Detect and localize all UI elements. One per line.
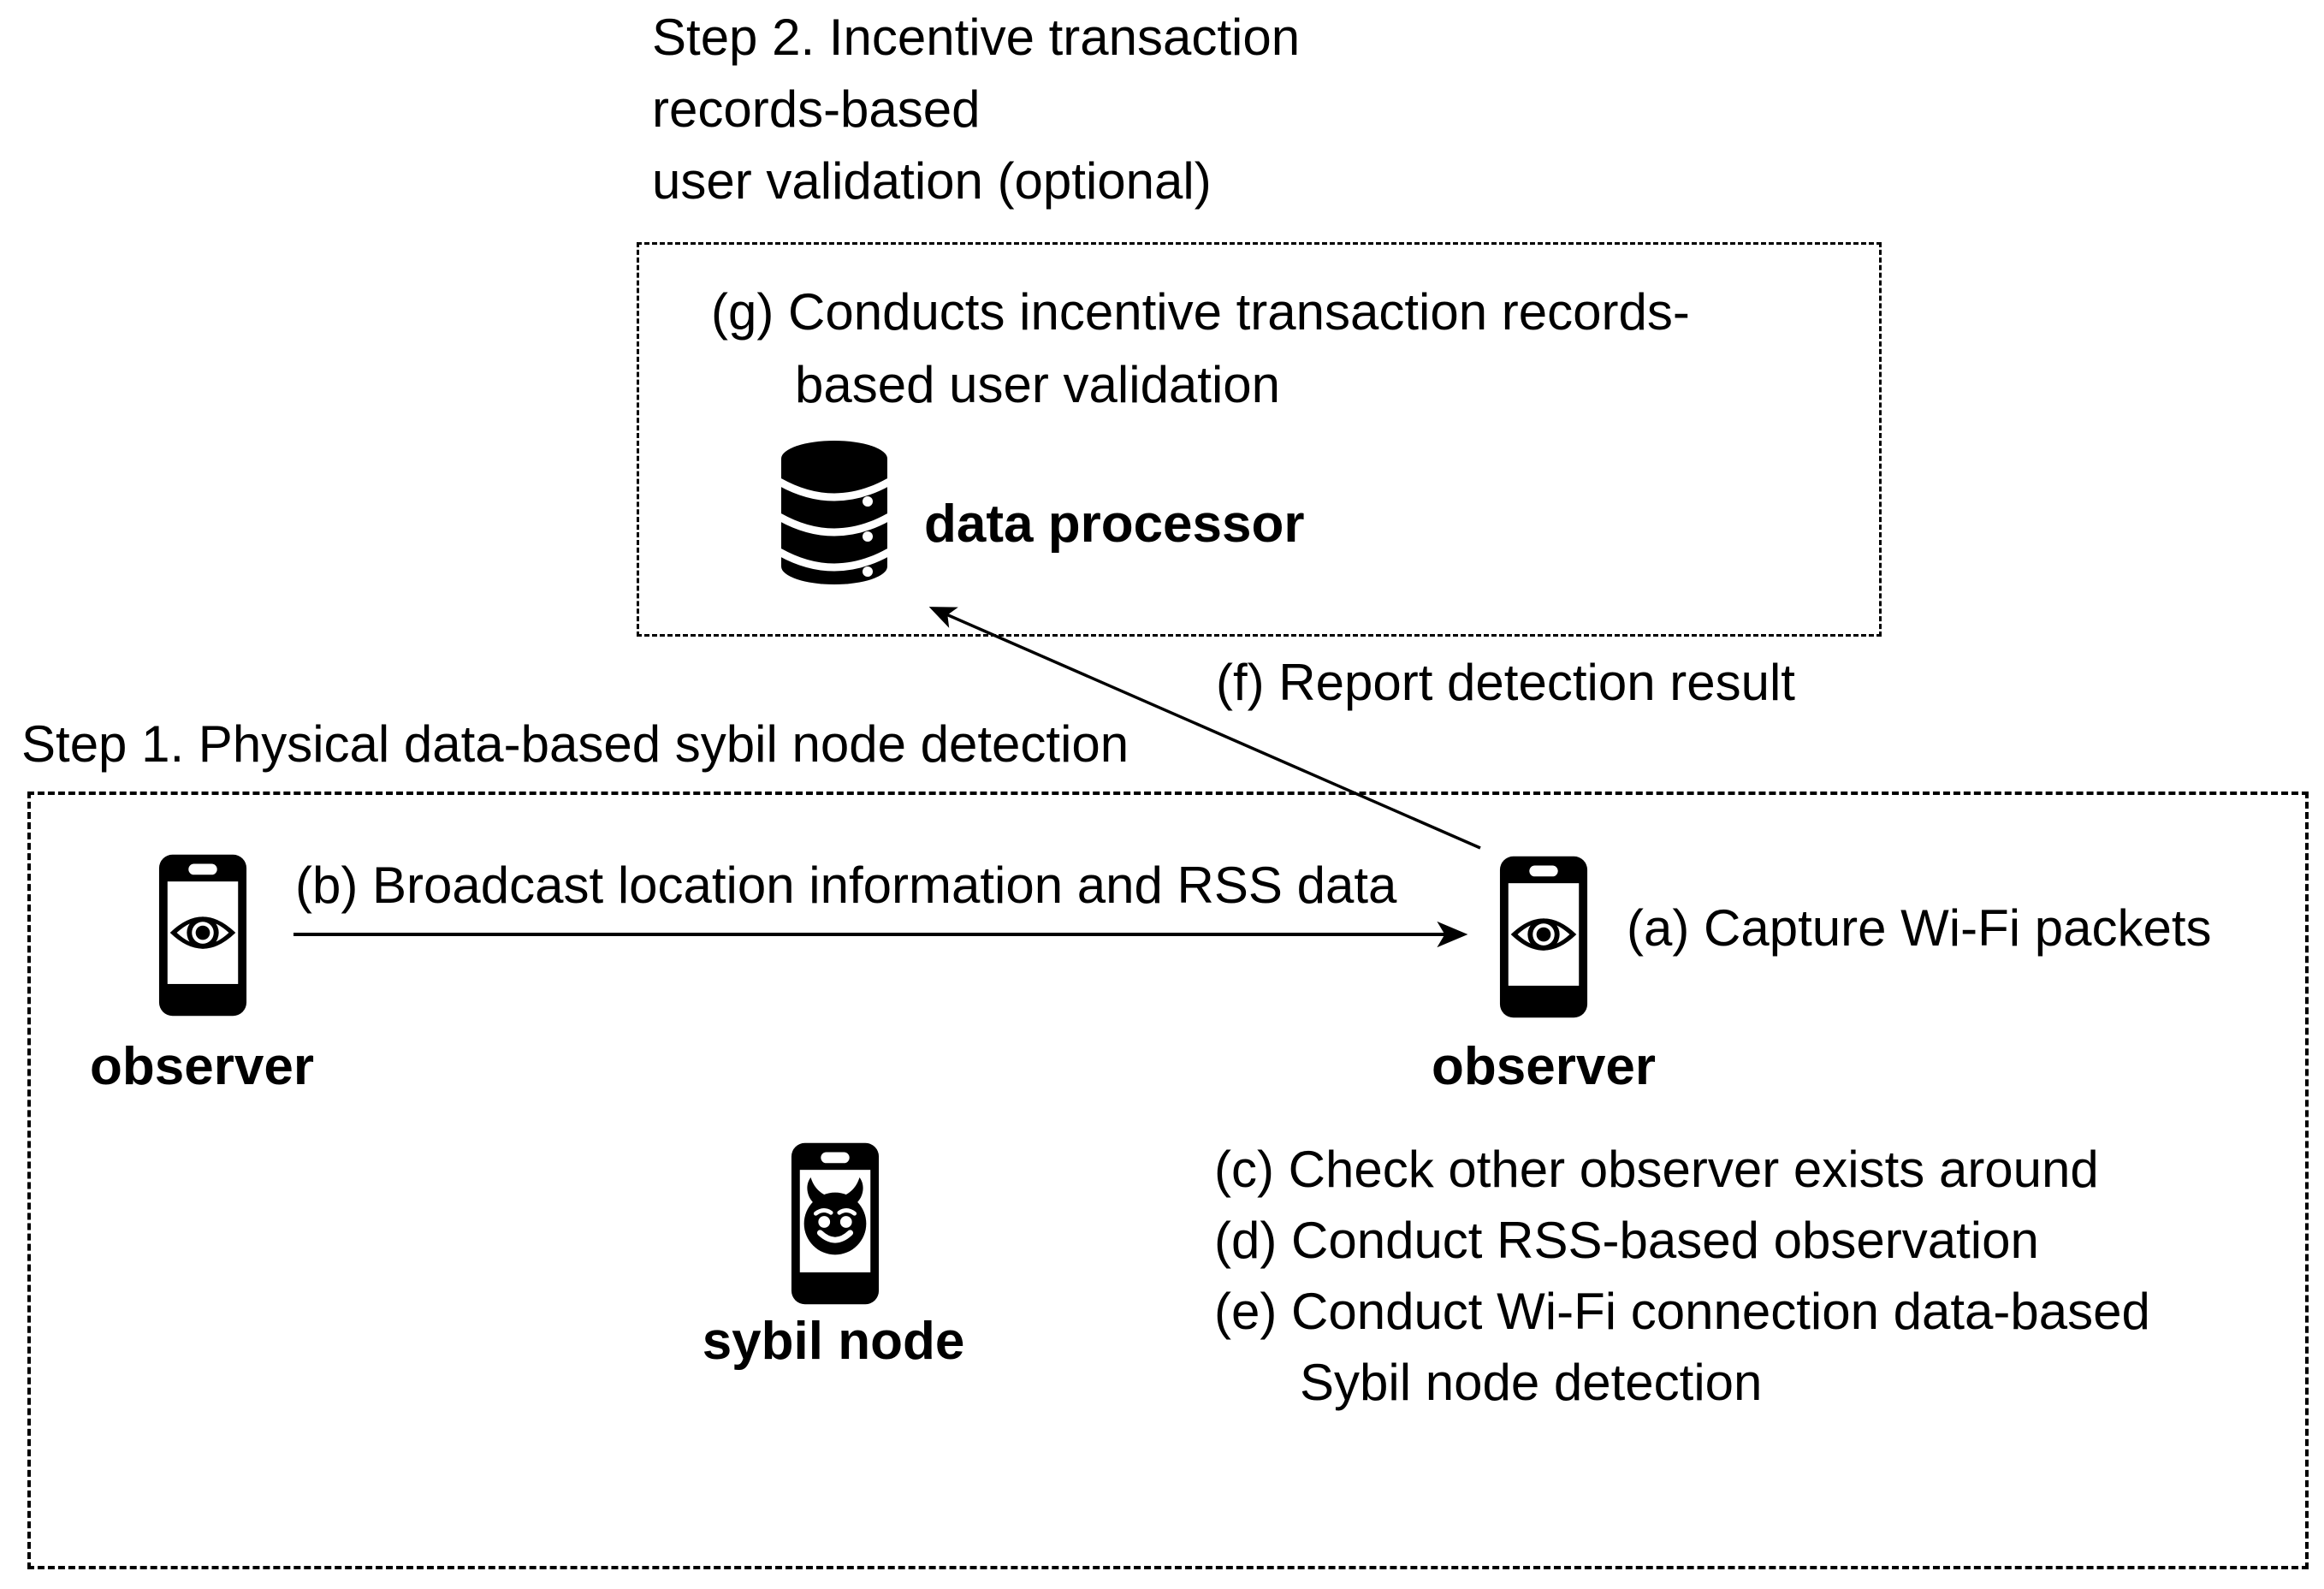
- sybil-phone-icon: [789, 1140, 881, 1307]
- observer-left-label: observer: [90, 1037, 314, 1096]
- sybil-node-label: sybil node: [702, 1312, 965, 1371]
- g-label-line2: based user validation: [795, 356, 1281, 413]
- step2-title-line1: Step 2. Incentive transaction: [652, 9, 1301, 66]
- observer-left-phone-icon: [157, 851, 249, 1019]
- d-label: (d) Conduct RSS-based observation: [1214, 1212, 2039, 1269]
- a-label: (a) Capture Wi-Fi packets: [1627, 899, 2212, 957]
- observer-right-label: observer: [1432, 1037, 1656, 1096]
- devil-face-icon: [803, 1177, 867, 1255]
- step2-title: Step 2. Incentive transaction records-ba…: [652, 2, 1300, 217]
- e-label: (e) Conduct Wi-Fi connection data-based: [1214, 1283, 2150, 1340]
- g-label-line1: (g) Conducts incentive transaction recor…: [711, 283, 1690, 341]
- observer-right-phone-icon: [1497, 853, 1590, 1021]
- step1-title: Step 1. Physical data-based sybil node d…: [21, 715, 1129, 773]
- step2-title-line3: user validation (optional): [652, 152, 1212, 210]
- step2-title-line2: records-based: [652, 80, 981, 138]
- f-label: (f) Report detection result: [1216, 654, 1795, 711]
- data-processor-label: data processor: [924, 495, 1305, 554]
- cde-text-block: (c) Check other observer exists around (…: [1214, 1134, 2150, 1418]
- database-icon: [777, 439, 892, 586]
- c-label: (c) Check other observer exists around: [1214, 1141, 2099, 1198]
- b-label: (b) Broadcast location information and R…: [295, 857, 1397, 914]
- e-label-line2: Sybil node detection: [1300, 1354, 1763, 1411]
